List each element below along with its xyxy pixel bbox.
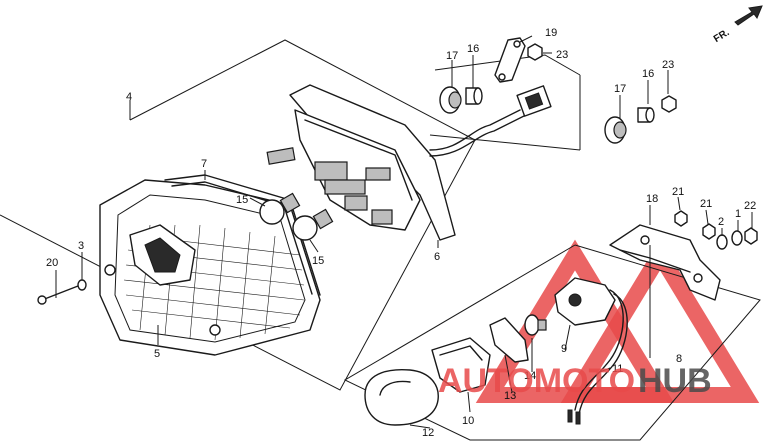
group-outline-license bbox=[343, 244, 761, 441]
leader-lines bbox=[55, 35, 753, 429]
callout-9: 9 bbox=[561, 343, 567, 355]
group-outline-housing bbox=[429, 54, 581, 151]
callout-19: 19 bbox=[545, 27, 557, 39]
nut-22 bbox=[744, 227, 758, 245]
callout-21-lower: 21 bbox=[700, 198, 712, 210]
bulb-right bbox=[292, 208, 334, 241]
washer-2 bbox=[716, 234, 728, 250]
collar-1 bbox=[731, 230, 743, 246]
bulb-left bbox=[259, 192, 301, 225]
rubber-mount-upper bbox=[439, 86, 462, 114]
bulb-socket-5 bbox=[371, 209, 393, 225]
harness-wire bbox=[429, 109, 521, 151]
bulb-socket-4 bbox=[344, 195, 368, 211]
bolt-21b bbox=[702, 223, 716, 240]
watermark-triangle-right bbox=[560, 239, 760, 403]
front-direction-marker: FR. bbox=[712, 5, 763, 45]
collar-right bbox=[637, 107, 655, 123]
license-gasket-13 bbox=[489, 317, 529, 363]
lens-screw-hole-bottom bbox=[209, 324, 221, 336]
watermark-brand-hub: HUB bbox=[638, 362, 712, 400]
tail-lens bbox=[99, 179, 321, 356]
license-bulb-14 bbox=[524, 314, 547, 336]
watermark-brand-automoto: AUTOMOTO bbox=[438, 362, 635, 400]
callout-21-upper: 21 bbox=[672, 186, 684, 198]
callout-18: 18 bbox=[646, 193, 658, 205]
callout-10: 10 bbox=[462, 415, 474, 427]
callout-12: 12 bbox=[422, 427, 434, 439]
screw-20 bbox=[37, 285, 79, 305]
callout-8: 8 bbox=[676, 353, 682, 365]
callout-4: 4 bbox=[126, 91, 132, 103]
bulb-socket-2 bbox=[314, 161, 348, 181]
callout-2: 2 bbox=[718, 216, 724, 228]
nut-upper bbox=[527, 43, 543, 61]
callout-17-right: 17 bbox=[614, 83, 626, 95]
callout-1: 1 bbox=[735, 208, 741, 220]
callout-20: 20 bbox=[46, 257, 58, 269]
callout-3: 3 bbox=[78, 240, 84, 252]
callout-7: 7 bbox=[201, 158, 207, 170]
lens-reflector bbox=[144, 237, 181, 273]
front-arrow-icon bbox=[734, 5, 763, 26]
bulb-socket-6 bbox=[365, 167, 391, 181]
callout-15-upper: 15 bbox=[236, 194, 248, 206]
collar-upper bbox=[465, 87, 483, 105]
license-lens-12 bbox=[364, 368, 439, 426]
callout-15-lower: 15 bbox=[312, 255, 324, 267]
callout-23-upper: 23 bbox=[556, 49, 568, 61]
washer-3 bbox=[77, 279, 87, 291]
stay-bracket bbox=[494, 37, 526, 83]
tail-housing bbox=[266, 84, 552, 241]
license-wire bbox=[574, 289, 624, 411]
bulb-socket-1 bbox=[266, 147, 296, 165]
license-bracket bbox=[609, 224, 721, 301]
callout-11: 11 bbox=[612, 363, 623, 375]
callout-17-upper: 17 bbox=[446, 50, 458, 62]
license-case-10 bbox=[431, 337, 491, 393]
license-socket-9 bbox=[554, 277, 628, 425]
nut-right bbox=[661, 95, 677, 113]
callout-16-upper: 16 bbox=[467, 43, 479, 55]
bolt-21a bbox=[674, 210, 688, 227]
callout-13: 13 bbox=[504, 390, 516, 402]
watermark-text: AUTOMOTO HUB bbox=[438, 362, 712, 400]
callout-6: 6 bbox=[434, 251, 440, 263]
callout-23-right: 23 bbox=[662, 59, 674, 71]
callout-labels: 4 7 15 15 6 5 3 20 17 16 19 23 17 16 23 … bbox=[46, 27, 756, 439]
callout-22: 22 bbox=[744, 200, 756, 212]
lens-gasket bbox=[164, 174, 321, 296]
lens-screw-hole-left bbox=[104, 264, 116, 276]
callout-16-right: 16 bbox=[642, 68, 654, 80]
rubber-mount-right bbox=[604, 116, 627, 144]
front-direction-label: FR. bbox=[712, 27, 732, 45]
bulb-socket-3 bbox=[324, 179, 366, 195]
callout-5: 5 bbox=[154, 348, 160, 360]
callout-14: 14 bbox=[524, 370, 536, 382]
